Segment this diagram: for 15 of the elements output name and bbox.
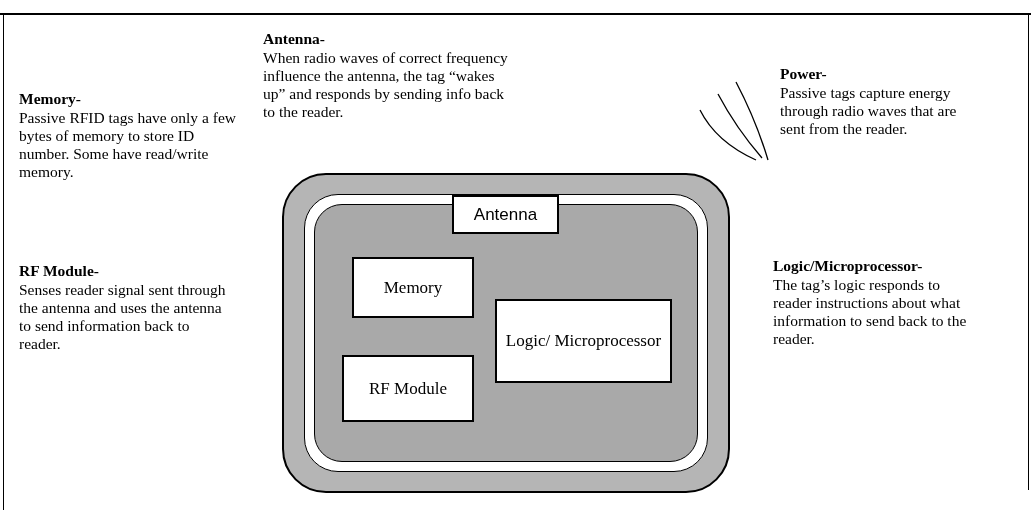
description-text: Passive RFID tags have only a few bytes of memory to store ID number. Some have read/write memory.	[19, 109, 237, 181]
section-heading: Antenna-	[263, 30, 326, 48]
memory-box: Memory	[352, 257, 474, 318]
rfid-tag-body	[282, 173, 730, 493]
logic-box: Logic/ Microprocessor	[495, 299, 672, 383]
antenna-label-box: Antenna	[452, 195, 559, 234]
section-heading: RF Module-	[19, 262, 100, 280]
description-text: Senses reader signal sent through the antenna and uses the antenna to send information back to reader.	[19, 281, 227, 353]
section-heading: Logic/Microprocessor-	[773, 257, 924, 275]
section-heading: Power-	[780, 65, 828, 83]
section-heading: Memory-	[19, 90, 82, 108]
description-text: The tag’s logic responds to reader instructions about what information to send back to the reader.	[773, 276, 968, 348]
rf-module-box: RF Module	[342, 355, 474, 422]
description-text: When radio waves of correct frequency influence the antenna, the tag “wakes up” and responds by sending info back to the reader.	[263, 49, 509, 121]
description-text: Passive tags capture energy through radio waves that are sent from the reader.	[780, 84, 958, 138]
